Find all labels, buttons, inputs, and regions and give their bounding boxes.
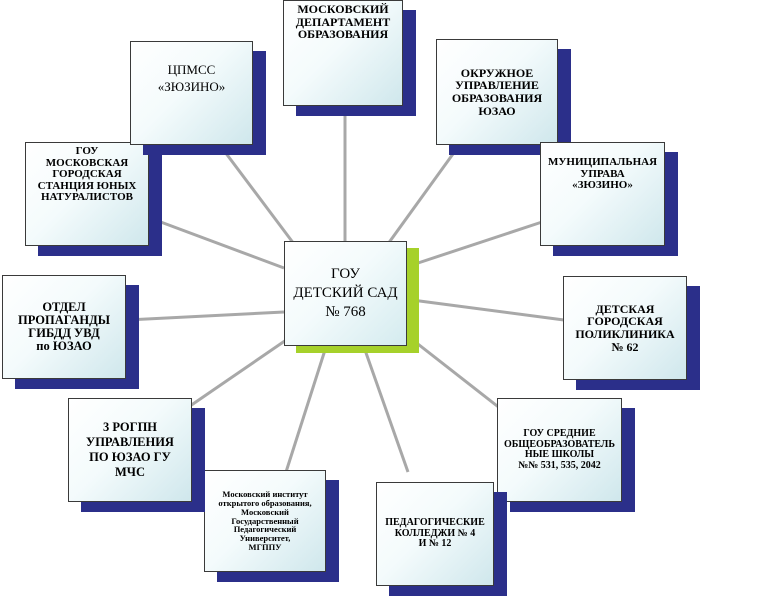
node-tspmss-label: ЦПМСС «ЗЮЗИНО» [157,62,226,94]
node-uprava: МУНИЦИПАЛЬНАЯ УПРАВА «ЗЮЗИНО» [540,142,678,256]
node-okrug: ОКРУЖНОЕ УПРАВЛЕНИЕ ОБРАЗОВАНИЯ ЮЗАО [436,39,571,155]
node-naturalists: ГОУ МОСКОВСКАЯ ГОРОДСКАЯ СТАНЦИЯ ЮНЫХ НА… [25,142,162,256]
node-tspmss: ЦПМСС «ЗЮЗИНО» [130,41,266,155]
node-mos-dept-label: МОСКОВСКИЙ ДЕПАРТАМЕНТ ОБРАЗОВАНИЯ [295,2,391,42]
link-polyclinic [411,298,565,322]
node-schools-label: ГОУ СРЕДНИЕ ОБЩЕОБРАЗОВАТЕЛЬ НЫЕ ШКОЛЫ №… [504,428,615,471]
node-mgppu: Московский институт открытого образовани… [204,470,339,582]
node-gibdd: ОТДЕЛ ПРОПАГАНДЫ ГИБДД УВД по ЮЗАО [2,275,139,389]
link-uprava [411,220,543,267]
link-naturalists [149,216,285,270]
link-okrug [378,146,460,256]
node-naturalists-label: ГОУ МОСКОВСКАЯ ГОРОДСКАЯ СТАНЦИЯ ЮНЫХ НА… [37,145,137,204]
node-colleges-label: ПЕДАГОГИЧЕСКИЕ КОЛЛЕДЖИ № 4 И № 12 [385,517,485,550]
node-mgppu-label: Московский институт открытого образовани… [218,488,312,553]
node-okrug-label: ОКРУЖНОЕ УПРАВЛЕНИЕ ОБРАЗОВАНИЯ ЮЗАО [451,65,543,118]
node-gibdd-label: ОТДЕЛ ПРОПАГАНДЫ ГИБДД УВД по ЮЗАО [18,299,110,354]
node-mos-dept: МОСКОВСКИЙ ДЕПАРТАМЕНТ ОБРАЗОВАНИЯ [283,0,416,116]
node-mchs-label: 3 РОГПН УПРАВЛЕНИЯ ПО ЮЗАО ГУ МЧС [86,420,174,479]
node-center-label: ГОУ ДЕТСКИЙ САД № 768 [293,266,398,320]
node-polyclinic-label: ДЕТСКАЯ ГОРОДСКАЯ ПОЛИКЛИНИКА № 62 [575,301,675,354]
link-tspmss [220,147,302,253]
node-mchs: 3 РОГПН УПРАВЛЕНИЯ ПО ЮЗАО ГУ МЧС [68,398,205,512]
link-colleges [363,349,410,473]
link-mgppu [284,349,327,473]
node-schools: ГОУ СРЕДНИЕ ОБЩЕОБРАЗОВАТЕЛЬ НЫЕ ШКОЛЫ №… [497,398,635,512]
node-colleges: ПЕДАГОГИЧЕСКИЕ КОЛЛЕДЖИ № 4 И № 12 [376,482,507,596]
node-center: ГОУ ДЕТСКИЙ САД № 768 [284,241,419,353]
link-gibdd [125,310,285,322]
link-mchs [189,334,293,408]
node-uprava-label: МУНИЦИПАЛЬНАЯ УПРАВА «ЗЮЗИНО» [547,156,658,192]
node-polyclinic: ДЕТСКАЯ ГОРОДСКАЯ ПОЛИКЛИНИКА № 62 [563,276,700,390]
